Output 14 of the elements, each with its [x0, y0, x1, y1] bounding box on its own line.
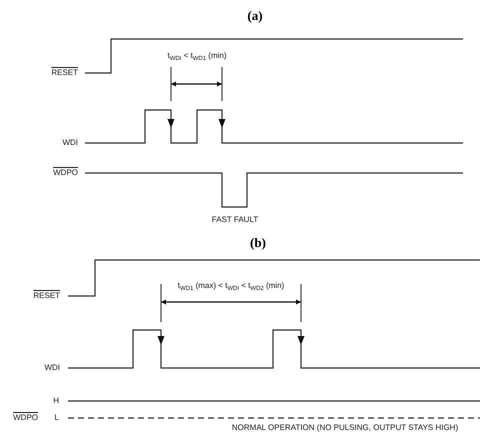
signal-name: RESET	[33, 292, 60, 300]
timing-label: t$_{WDI}$ < t$_{WD1}$ (min)	[167, 52, 227, 62]
signal-name: RESET	[51, 69, 78, 77]
signal-name: WDI	[62, 139, 78, 147]
signal-name: WDPO	[53, 169, 78, 177]
level-label: H	[53, 397, 59, 405]
panel-heading: (b)	[250, 236, 266, 248]
annotation: NORMAL OPERATION (NO PULSING, OUTPUT STAYS HIGH)	[232, 424, 458, 432]
annotation: FAST FAULT	[212, 216, 258, 224]
panel-heading: (a)	[247, 8, 263, 22]
signal-name: WDPO	[13, 414, 38, 422]
level-label: L	[54, 414, 59, 422]
signal-name: WDI	[44, 364, 60, 372]
timing-label: t$_{WD1}$ (max) < t$_{WDI}$ < t$_{WD2}$ (min)	[178, 282, 284, 292]
